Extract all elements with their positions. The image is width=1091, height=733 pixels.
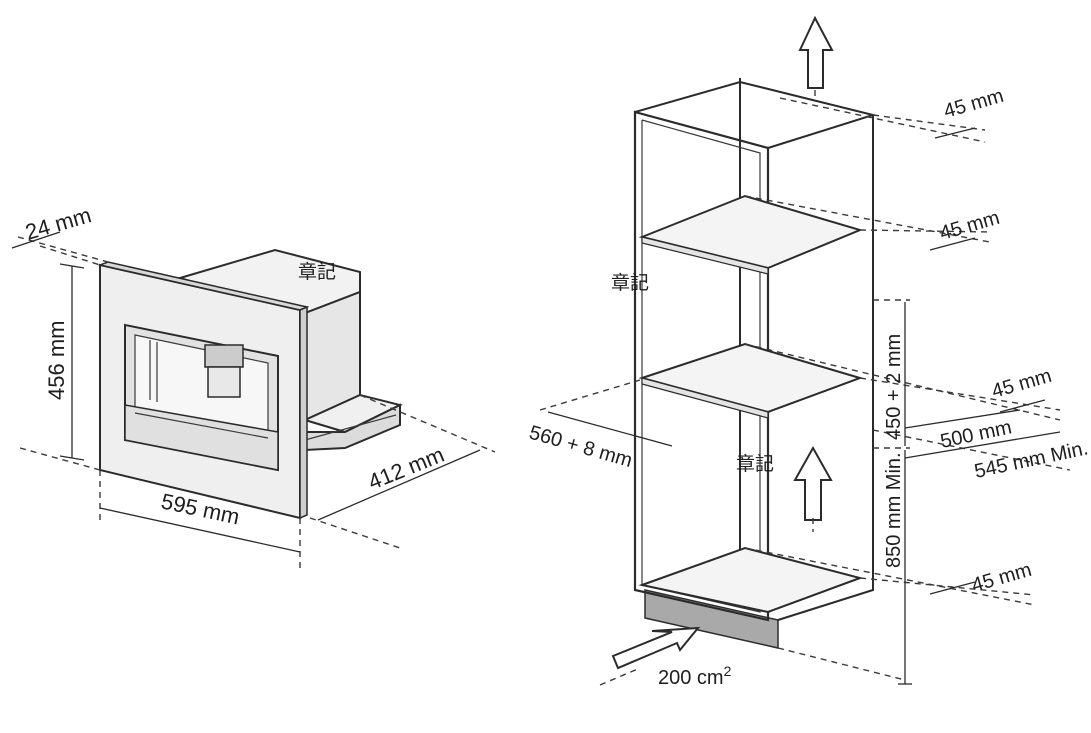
vent-out-arrow-icon <box>798 15 834 89</box>
vent-inner-arrow-icon <box>793 445 833 521</box>
machine-spout <box>204 344 244 368</box>
machine-panel-edge-side <box>299 305 308 520</box>
dim-label-niche-depth: 500 mm <box>938 416 1013 453</box>
dim-label-floor-height: 850 mm Min. <box>883 452 905 568</box>
cabinet-middle-shelf <box>638 342 864 414</box>
dim-label-45mm-bottom: 45 mm <box>969 559 1034 597</box>
vent-in-arrow-icon <box>599 626 701 686</box>
cabinet-front-frame <box>633 110 770 622</box>
dim-label-456mm: 456 mm <box>44 321 69 400</box>
coffee-machine-drawing <box>11 231 496 570</box>
machine-drip-tray <box>124 404 279 471</box>
watermark-text: 章記 <box>611 272 649 294</box>
watermark-text: 章記 <box>298 261 336 283</box>
cabinet-upper-shelf <box>638 194 863 270</box>
dim-label-niche-height: 450 + 2 mm <box>883 334 905 440</box>
vent-area-label: 200 cm2 <box>658 663 732 689</box>
dim-label-24mm: 24 mm <box>22 202 94 245</box>
dim-label-412mm: 412 mm <box>365 442 448 495</box>
cabinet-drawing <box>539 15 1071 686</box>
watermark-text: 章記 <box>736 453 774 475</box>
dim-label-niche-width: 560 + 8 mm <box>527 422 635 472</box>
dim-label-45mm-top: 45 mm <box>941 85 1006 123</box>
dim-label-45mm-lower: 45 mm <box>989 365 1054 403</box>
